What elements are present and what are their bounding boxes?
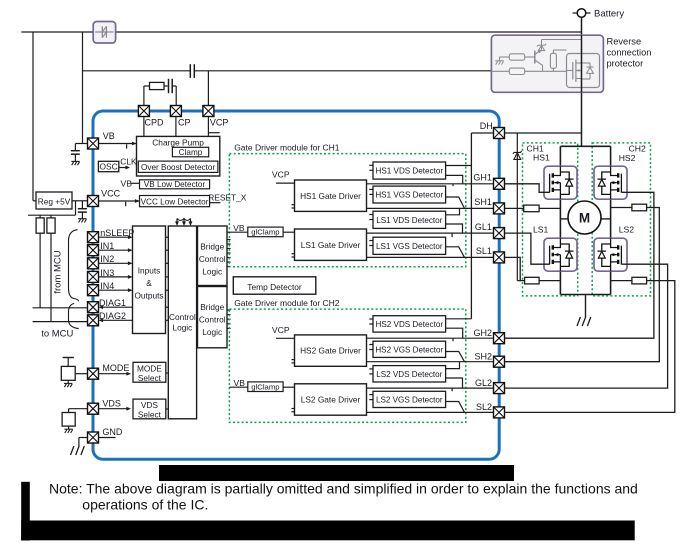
svg-text:Gate Driver module for CH1: Gate Driver module for CH1 xyxy=(234,142,340,152)
svg-text:LS2 Gate Driver: LS2 Gate Driver xyxy=(301,395,361,405)
svg-text:MODE: MODE xyxy=(102,363,129,373)
svg-text:HS2: HS2 xyxy=(619,153,636,163)
svg-text:OSC: OSC xyxy=(100,161,118,171)
svg-text:DIAG1: DIAG1 xyxy=(99,298,126,308)
svg-text:LS1 VDS Detector: LS1 VDS Detector xyxy=(376,216,442,225)
svg-text:Clamp: Clamp xyxy=(179,148,203,157)
svg-text:Gate Driver module for CH2: Gate Driver module for CH2 xyxy=(234,298,340,308)
svg-text:IN3: IN3 xyxy=(100,268,114,278)
svg-text:VDS: VDS xyxy=(141,400,159,410)
svg-text:Logic: Logic xyxy=(172,323,192,333)
svg-text:connection: connection xyxy=(607,48,652,58)
svg-text:VDS: VDS xyxy=(102,398,121,408)
svg-text:HS1 VGS Detector: HS1 VGS Detector xyxy=(375,191,443,200)
svg-text:CLK: CLK xyxy=(120,157,137,167)
svg-text:Control: Control xyxy=(199,254,226,264)
svg-text:DIAG2: DIAG2 xyxy=(99,311,126,321)
svg-text:GL2: GL2 xyxy=(475,378,492,388)
svg-text:Battery: Battery xyxy=(594,9,624,20)
svg-text:LS1 VGS Detector: LS1 VGS Detector xyxy=(376,242,443,251)
svg-text:CH1: CH1 xyxy=(527,143,544,153)
svg-text:Over Boost Detector: Over Boost Detector xyxy=(141,163,215,172)
svg-text:M: M xyxy=(579,210,590,225)
svg-text:Select: Select xyxy=(138,373,162,383)
svg-text:HS2 VDS Detector: HS2 VDS Detector xyxy=(376,320,444,329)
svg-text:Outputs: Outputs xyxy=(134,291,163,301)
svg-text:&: & xyxy=(146,278,152,288)
svg-text:LS2 VDS Detector: LS2 VDS Detector xyxy=(376,370,442,379)
svg-text:IN1: IN1 xyxy=(100,241,114,251)
svg-text:IN4: IN4 xyxy=(100,281,114,291)
svg-text:CP: CP xyxy=(178,118,191,128)
svg-text:VCC: VCC xyxy=(101,189,121,199)
svg-text:GND: GND xyxy=(102,427,123,437)
svg-text:GL1: GL1 xyxy=(475,222,492,232)
svg-text:Note: The above diagram is par: Note: The above diagram is partially omi… xyxy=(49,481,638,497)
svg-text:protector: protector xyxy=(607,58,644,68)
svg-text:MODE: MODE xyxy=(137,363,162,373)
svg-text:nSLEEP: nSLEEP xyxy=(100,228,134,238)
svg-text:Logic: Logic xyxy=(202,267,222,277)
svg-text:glClamp: glClamp xyxy=(251,382,279,391)
svg-text:CH2: CH2 xyxy=(629,143,646,153)
svg-text:VCP: VCP xyxy=(272,325,290,335)
svg-text:Logic: Logic xyxy=(202,327,222,337)
svg-text:VB: VB xyxy=(233,223,245,233)
svg-text:LS1: LS1 xyxy=(533,224,549,234)
svg-text:GH2: GH2 xyxy=(473,328,492,338)
svg-text:GH1: GH1 xyxy=(473,173,492,183)
svg-text:HS1: HS1 xyxy=(533,153,550,163)
svg-text:IN2: IN2 xyxy=(100,254,114,264)
svg-text:VB: VB xyxy=(103,131,115,141)
svg-text:Reg +5V: Reg +5V xyxy=(38,197,71,207)
svg-text:VCP: VCP xyxy=(210,118,229,128)
svg-text:SH1: SH1 xyxy=(474,197,492,207)
svg-text:from MCU: from MCU xyxy=(53,250,64,293)
svg-text:LS1 Gate Driver: LS1 Gate Driver xyxy=(301,240,361,250)
svg-text:Reverse: Reverse xyxy=(607,37,642,47)
svg-text:DH: DH xyxy=(480,121,493,131)
svg-text:LS2: LS2 xyxy=(619,224,635,234)
svg-text:HS2 VGS Detector: HS2 VGS Detector xyxy=(375,345,443,354)
svg-text:VB Low Detector: VB Low Detector xyxy=(144,180,206,189)
svg-text:HS1 Gate Driver: HS1 Gate Driver xyxy=(300,191,361,201)
svg-text:glClamp: glClamp xyxy=(251,228,279,237)
svg-text:Charge Pump: Charge Pump xyxy=(152,138,204,148)
svg-text:Bridge: Bridge xyxy=(200,242,224,252)
svg-text:VB: VB xyxy=(234,378,246,388)
svg-text:to MCU: to MCU xyxy=(41,329,73,340)
svg-text:VCC Low Detector: VCC Low Detector xyxy=(141,197,209,206)
svg-text:SL2: SL2 xyxy=(476,402,492,412)
svg-text:HS1 VDS Detector: HS1 VDS Detector xyxy=(376,167,444,176)
svg-text:Temp Detector: Temp Detector xyxy=(247,282,302,292)
svg-text:VB: VB xyxy=(121,178,133,188)
svg-text:Inputs: Inputs xyxy=(138,266,161,276)
svg-text:Control: Control xyxy=(169,312,196,322)
svg-text:SH2: SH2 xyxy=(474,352,492,362)
svg-text:Control: Control xyxy=(199,315,226,325)
svg-text:RESET_X: RESET_X xyxy=(208,193,247,203)
svg-text:VCP: VCP xyxy=(272,169,290,179)
svg-text:Bridge: Bridge xyxy=(200,302,224,312)
svg-text:HS2 Gate Driver: HS2 Gate Driver xyxy=(300,346,361,356)
svg-text:Select: Select xyxy=(138,410,162,420)
svg-text:LS2 VGS Detector: LS2 VGS Detector xyxy=(376,396,443,405)
svg-text:SL1: SL1 xyxy=(476,246,492,256)
svg-text:CPD: CPD xyxy=(145,118,165,128)
svg-text:operations of the IC.: operations of the IC. xyxy=(82,497,208,513)
